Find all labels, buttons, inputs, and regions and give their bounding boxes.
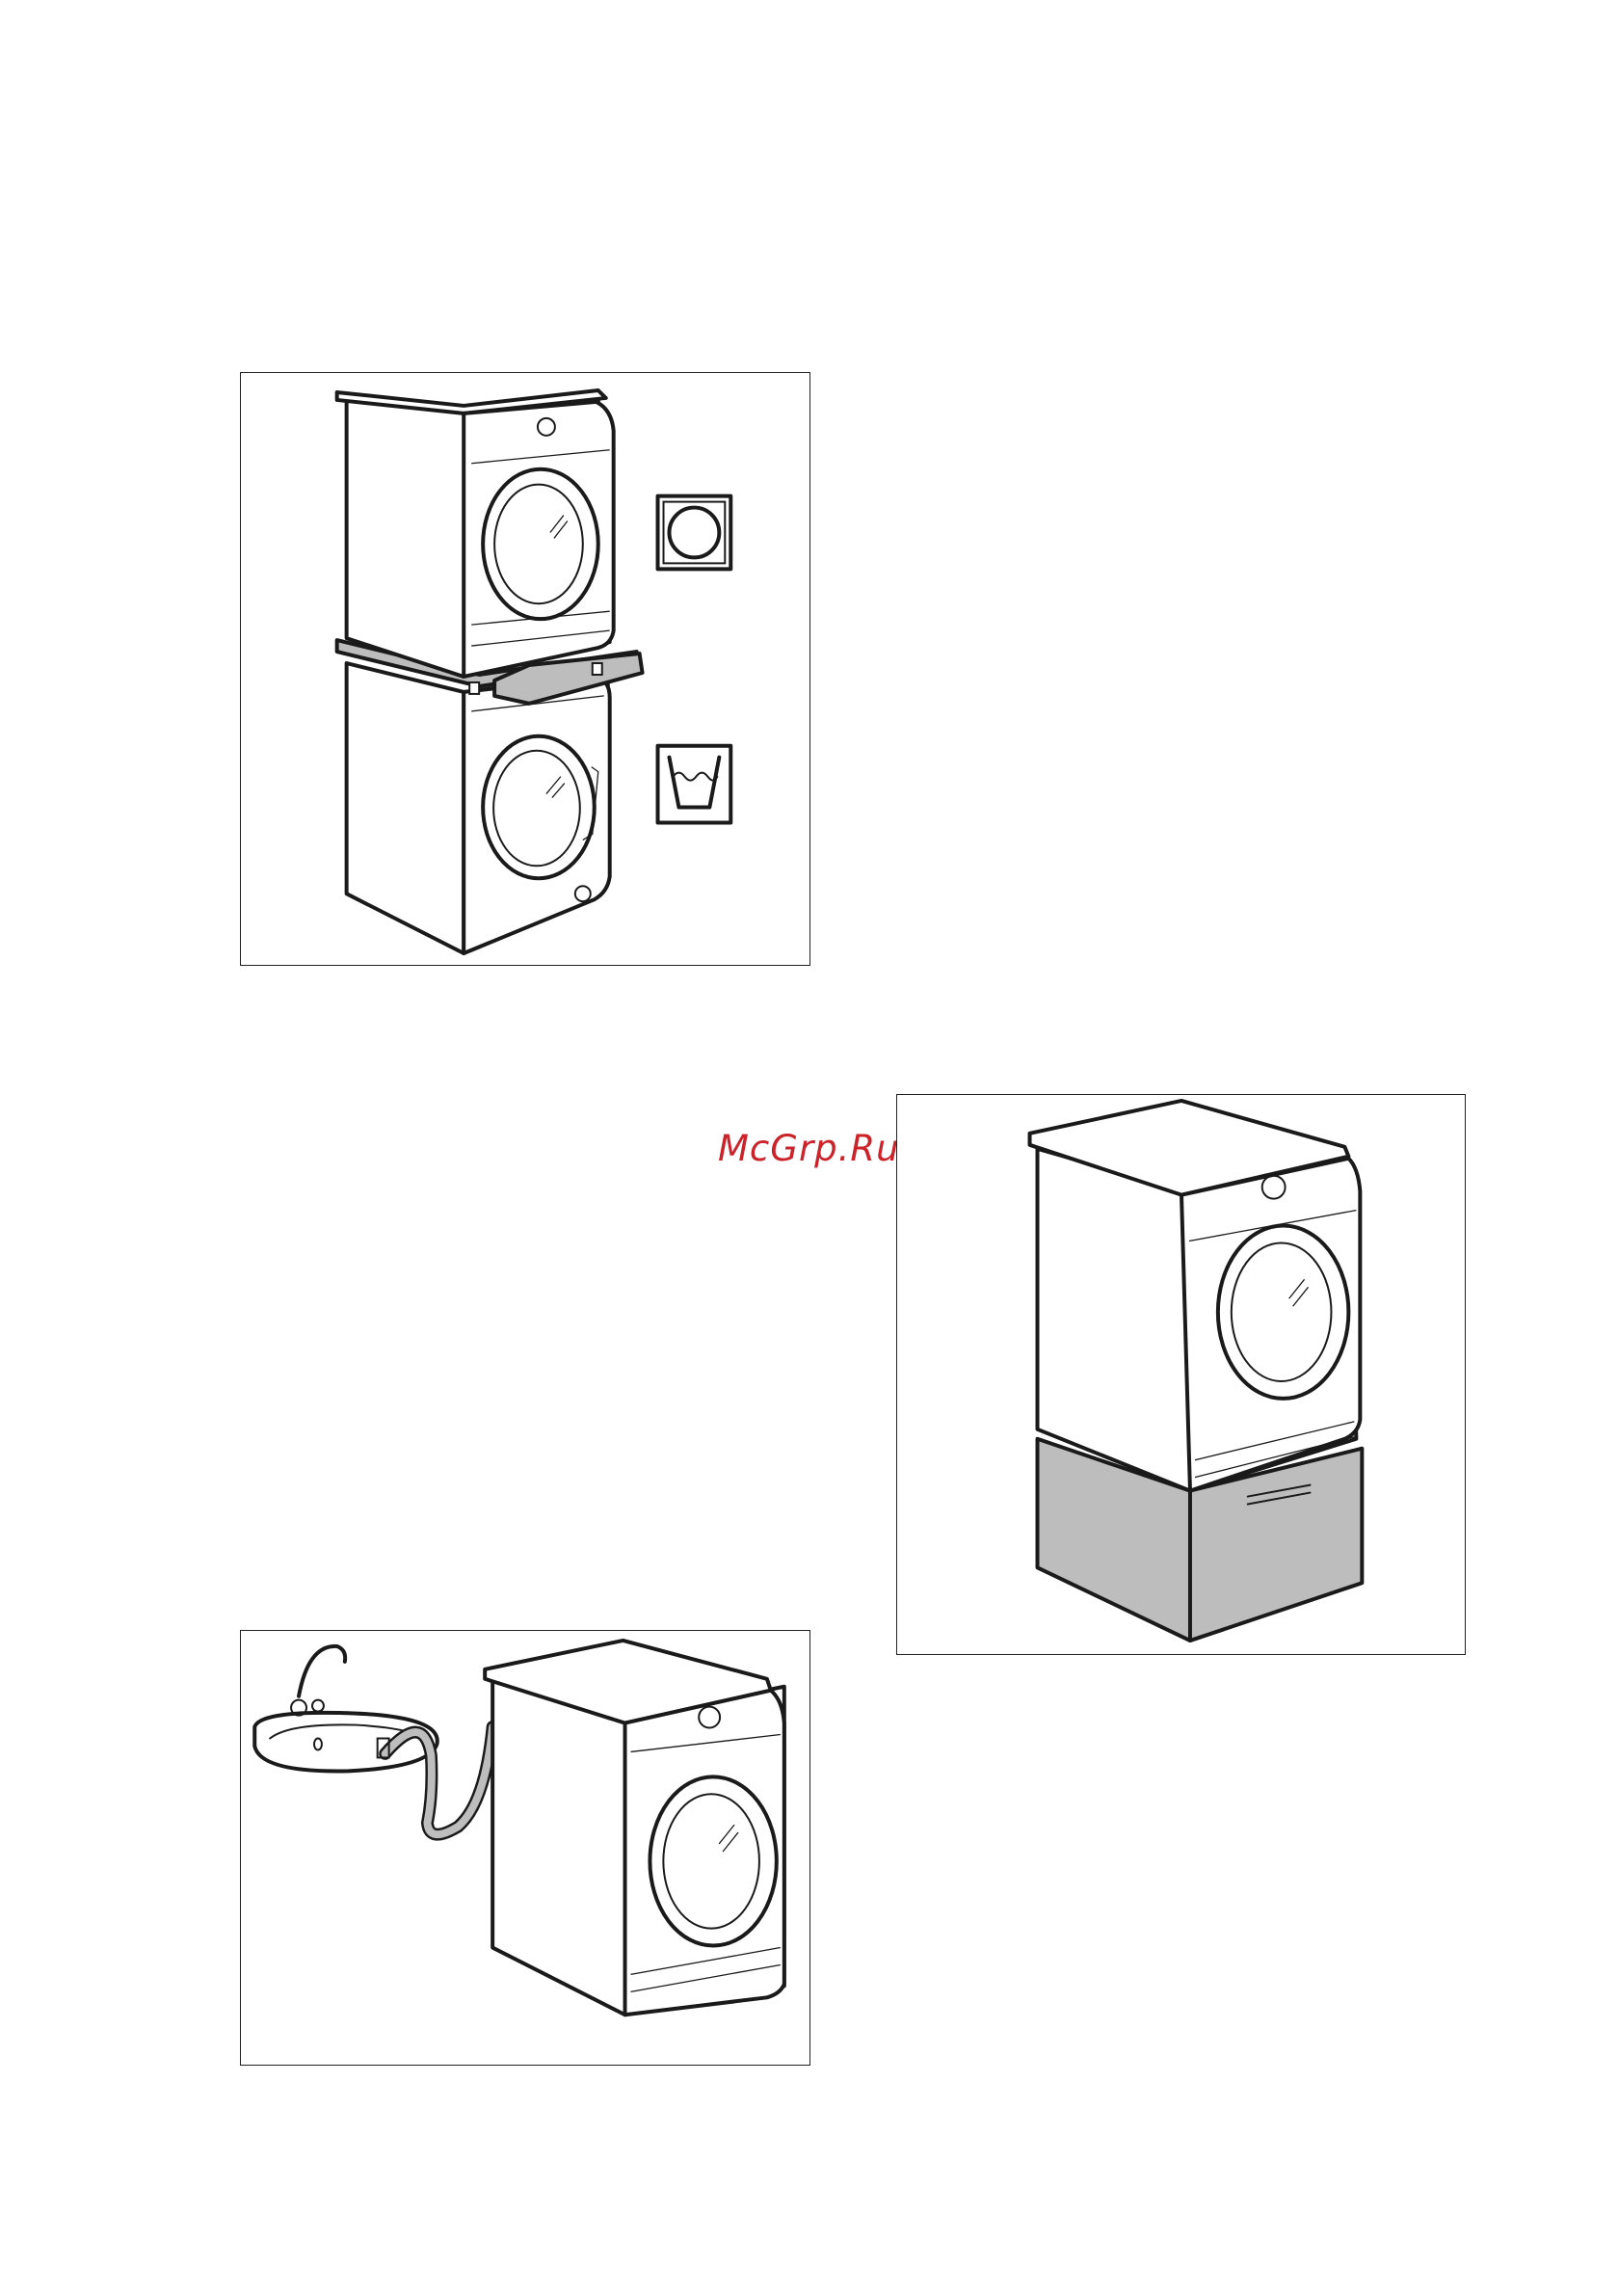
dryer-illustration: [485, 1641, 784, 2015]
dryer-illustration: [1030, 1101, 1361, 1491]
watermark-text: McGrp.Ru: [718, 1128, 900, 1169]
washing-care-symbol-icon: [658, 746, 731, 823]
stacking-kit-figure: [240, 372, 810, 966]
drain-hose-figure: [240, 1630, 810, 2066]
washer-illustration: [347, 663, 610, 953]
drain-to-sink-illustration: [241, 1631, 809, 2065]
tumble-dryer-care-symbol-icon: [658, 496, 731, 570]
pedestal-figure: [896, 1094, 1466, 1655]
dryer-illustration: [337, 390, 614, 677]
stacked-appliances-illustration: [241, 373, 809, 965]
sink-illustration: [254, 1646, 438, 1772]
dryer-on-pedestal-illustration: [897, 1095, 1465, 1654]
